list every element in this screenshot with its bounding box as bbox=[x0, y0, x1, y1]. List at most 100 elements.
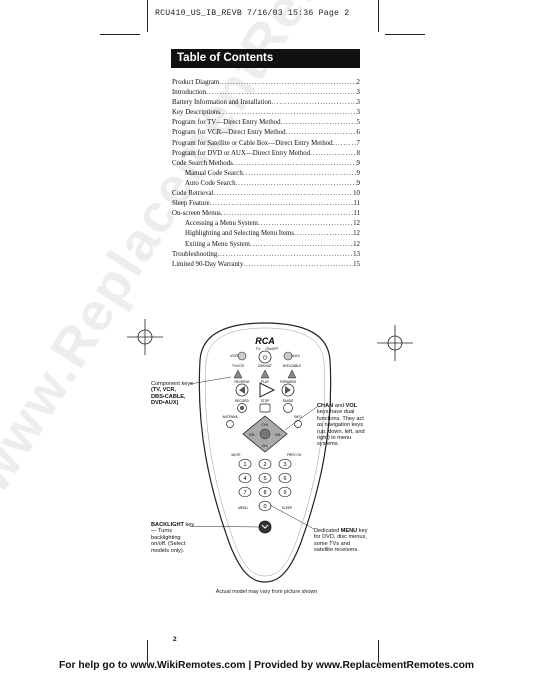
toc-leader-dots bbox=[221, 209, 354, 219]
digit-key-7[interactable] bbox=[238, 486, 252, 498]
power-key[interactable] bbox=[258, 350, 272, 364]
toc-entry-title: Code Retrieval bbox=[172, 190, 214, 198]
callout-text: keys have dual functions. They act as na… bbox=[317, 409, 365, 448]
toc-entry[interactable]: Program for VCR—Direct Entry Method 6 bbox=[172, 128, 360, 138]
toc-entry-page: 12 bbox=[353, 230, 360, 238]
toc-entry[interactable]: Accessing a Menu System12 bbox=[172, 219, 360, 229]
dvd-key[interactable] bbox=[287, 369, 297, 379]
vol-key-name: VOL bbox=[345, 403, 358, 409]
crop-mark bbox=[147, 640, 148, 662]
component-keys-callout: Component keys (TV, VCR, DBS•CABLE, DVD•… bbox=[151, 381, 195, 407]
toc-entry-page: 5 bbox=[356, 119, 360, 127]
toc-leader-dots bbox=[210, 199, 354, 209]
onoff-key-label: ON•OFF bbox=[265, 347, 278, 351]
registration-mark-right bbox=[377, 325, 413, 361]
remote-diagram: RCA VCR TV ON•OFF AUX ⏻ TV•VCR DBS•SAT D… bbox=[190, 322, 332, 583]
dbs-key[interactable] bbox=[260, 369, 270, 379]
brand-logo: RCA bbox=[255, 336, 275, 346]
sleep-label: SLEEP bbox=[282, 506, 292, 510]
reverse-icon bbox=[239, 386, 245, 394]
toc-entry-page: 8 bbox=[356, 149, 360, 157]
toc-entry[interactable]: Program for TV—Direct Entry Method5 bbox=[172, 118, 360, 128]
prevch-label: PREV CH bbox=[287, 453, 302, 457]
ok-key[interactable] bbox=[259, 428, 271, 440]
toc-entry[interactable]: On-screen Menus11 bbox=[172, 209, 360, 219]
stop-label: STOP bbox=[261, 399, 270, 403]
backlight-key[interactable] bbox=[258, 520, 272, 534]
digit-key-5[interactable] bbox=[258, 472, 272, 484]
play-key[interactable] bbox=[259, 382, 276, 398]
toc-entry-page: 2 bbox=[356, 79, 360, 86]
digit-key-3[interactable] bbox=[278, 458, 292, 470]
toc-entry[interactable]: Auto Code Search9 bbox=[172, 179, 360, 189]
toc-entry-title: Key Descriptions bbox=[172, 109, 221, 117]
digit-label: 3 bbox=[283, 462, 286, 468]
toc-entry[interactable]: Limited 90-Day Warranty15 bbox=[172, 260, 360, 270]
stop-key[interactable] bbox=[259, 403, 271, 413]
toc-entry[interactable]: Product Diagram 2 bbox=[172, 78, 360, 88]
digit-label: 9 bbox=[283, 490, 286, 496]
callout-lead: Dedicated bbox=[314, 528, 341, 534]
digit-key-8[interactable] bbox=[258, 486, 272, 498]
forward-icon bbox=[285, 386, 291, 394]
toc-leader-dots bbox=[258, 219, 353, 229]
menu-label: MENU bbox=[238, 506, 248, 510]
toc-entry-page: 3 bbox=[356, 109, 360, 117]
toc-entry[interactable]: Exiting a Menu System12 bbox=[172, 240, 360, 250]
play-label: PLAY bbox=[261, 380, 270, 384]
toc-entry-title: Auto Code Search bbox=[185, 179, 236, 187]
chan-vol-callout: CHAN and VOL keys have dual functions. T… bbox=[317, 403, 367, 448]
digit-key-9[interactable] bbox=[278, 486, 292, 498]
toc-entry[interactable]: Manual Code Search9 bbox=[172, 169, 360, 179]
toc-entry[interactable]: Introduction3 bbox=[172, 88, 360, 98]
toc-entry-title: Troubleshooting bbox=[172, 250, 218, 258]
dbssat-label: DBS•SAT bbox=[258, 364, 272, 368]
toc-entry[interactable]: Program for Satellite or Cable Box—Direc… bbox=[172, 139, 360, 149]
info-label: INFO bbox=[294, 415, 302, 419]
toc-entry[interactable]: Troubleshooting13 bbox=[172, 250, 360, 260]
diagram-caption: Actual model may vary from picture shown bbox=[215, 589, 318, 595]
digit-label: 5 bbox=[263, 476, 266, 482]
digit-label: 6 bbox=[283, 476, 286, 482]
menu-key-name: MENU bbox=[340, 528, 358, 534]
toc-entry[interactable]: Key Descriptions 3 bbox=[172, 108, 360, 118]
digit-key-0[interactable] bbox=[258, 500, 272, 512]
toc-entry-title: Product Diagram bbox=[172, 79, 220, 86]
toc-entry[interactable]: Sleep Feature11 bbox=[172, 199, 360, 209]
antenna-key[interactable] bbox=[226, 420, 234, 428]
info-key[interactable] bbox=[294, 420, 302, 428]
callout-lead: Component keys bbox=[151, 381, 193, 387]
registration-mark-left bbox=[127, 319, 163, 355]
toc-entry-page: 6 bbox=[356, 129, 360, 137]
backlight-icon bbox=[261, 524, 269, 529]
record-icon bbox=[240, 406, 244, 410]
toc-entry[interactable]: Code Retrieval10 bbox=[172, 189, 360, 199]
toc-entry-page: 9 bbox=[356, 159, 360, 167]
toc-entry[interactable]: Battery Information and Installation3 bbox=[172, 98, 360, 108]
aux-key[interactable] bbox=[283, 351, 293, 361]
forward-label: FORWARD bbox=[280, 380, 297, 384]
toc-leader-dots bbox=[217, 250, 353, 260]
toc-entry[interactable]: Code Search Methods9 bbox=[172, 159, 360, 169]
digit-key-4[interactable] bbox=[238, 472, 252, 484]
digit-key-2[interactable] bbox=[258, 458, 272, 470]
vcr-key[interactable] bbox=[237, 351, 247, 361]
toc-entry-title: Exiting a Menu System bbox=[185, 240, 250, 248]
digit-label: 7 bbox=[243, 490, 246, 496]
backlight-callout: BACKLIGHT key— Turns backlighting on/off… bbox=[151, 522, 197, 554]
toc-entry[interactable]: Program for DVD or AUX—Direct Entry Meth… bbox=[172, 149, 360, 159]
toc-entry-title: Program for Satellite or Cable Box—Direc… bbox=[172, 139, 333, 147]
ch-up-label: CH+ bbox=[261, 423, 268, 427]
menu-callout: Dedicated MENU key for DVD, disc menus, … bbox=[314, 528, 369, 554]
ch-down-label: CH- bbox=[262, 444, 269, 448]
toc-entry[interactable]: Highlighting and Selecting Menu Items12 bbox=[172, 229, 360, 239]
pause-label: PAUSE bbox=[283, 399, 294, 403]
aux-key-label: AUX bbox=[292, 354, 300, 358]
toc-entry-page: 9 bbox=[356, 169, 360, 177]
toc-entry-title: Program for VCR—Direct Entry Method bbox=[172, 129, 286, 137]
tv-key[interactable] bbox=[233, 369, 243, 379]
digit-key-1[interactable] bbox=[238, 458, 252, 470]
digit-label: 1 bbox=[243, 462, 246, 468]
pause-key[interactable] bbox=[283, 403, 293, 413]
digit-key-6[interactable] bbox=[278, 472, 292, 484]
